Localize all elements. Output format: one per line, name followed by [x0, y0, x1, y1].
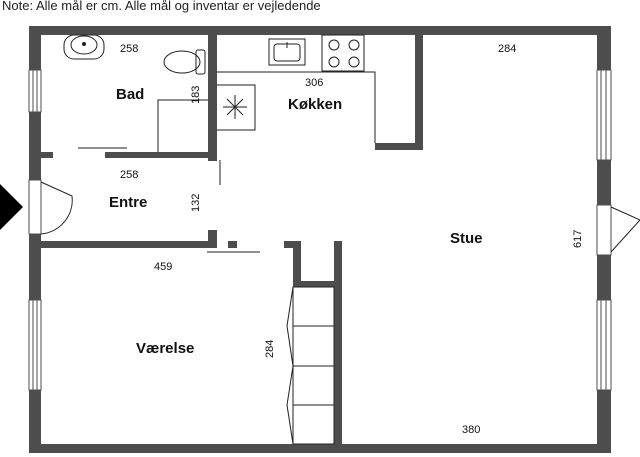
wall-stub-closet	[284, 241, 293, 248]
wall-bad-koekken	[208, 35, 217, 147]
dim-entre-height: 132	[190, 194, 202, 212]
door-swings	[40, 181, 640, 253]
room-label-stue: Stue	[450, 230, 483, 247]
plan-note: Note: Alle mål er cm. Alle mål og invent…	[2, 0, 321, 13]
room-label-entre: Entre	[109, 194, 147, 211]
kitchen-counter	[217, 71, 376, 143]
interior-walls	[41, 35, 423, 453]
dim-stue-bottom-width: 380	[462, 424, 480, 436]
wall-closet-top	[293, 281, 341, 287]
front-door-opening	[28, 179, 42, 235]
window-panes	[32, 70, 607, 390]
wall-koekken-stue	[415, 35, 423, 147]
dim-vaerelse-height: 284	[264, 340, 276, 358]
wall-stub-left	[41, 152, 53, 158]
window-stue-upper	[596, 69, 612, 161]
wall-entre-vaerelse	[41, 241, 217, 248]
balcony-door-opening	[596, 204, 612, 256]
wall-closet-right	[334, 241, 342, 453]
front-door-swing	[40, 181, 73, 235]
window-vaerelse	[28, 299, 42, 391]
room-label-bad: Bad	[116, 86, 144, 103]
toilet-icon	[163, 49, 206, 75]
fixtures-lines	[78, 71, 376, 445]
sink-icon	[63, 34, 105, 60]
wall-bad-entre	[105, 152, 216, 158]
wall-stub-entre-top	[208, 147, 217, 161]
kitchen-sink-icon	[268, 38, 306, 66]
room-label-koekken: Køkken	[288, 96, 342, 113]
dim-stue-height: 617	[572, 230, 584, 248]
ventilation-icon	[223, 95, 247, 119]
dim-bad-width: 258	[120, 43, 138, 55]
wall-koekken-bottom	[375, 143, 423, 150]
window-bad	[28, 69, 42, 113]
wall-top	[29, 26, 611, 35]
dim-entre-width: 258	[120, 169, 138, 181]
stove-icon	[321, 34, 365, 72]
balcony-door-swing	[610, 206, 640, 253]
wall-stub-entre-bottom	[208, 230, 217, 244]
dim-vaerelse-width: 459	[154, 261, 172, 273]
bad-partition	[157, 99, 208, 152]
dim-stue-width: 284	[498, 43, 516, 55]
dim-bad-height: 183	[190, 86, 202, 104]
openings	[28, 69, 612, 391]
room-label-vaerelse: Værelse	[136, 340, 194, 357]
entrance-arrow-icon	[0, 184, 23, 230]
dim-koekken-width: 306	[305, 77, 323, 89]
wall-bottom	[29, 444, 611, 453]
kitchen-cabinet	[217, 84, 256, 131]
window-stue-lower	[596, 299, 612, 391]
wall-closet-left	[293, 241, 301, 281]
wall-stub-door	[228, 241, 237, 248]
